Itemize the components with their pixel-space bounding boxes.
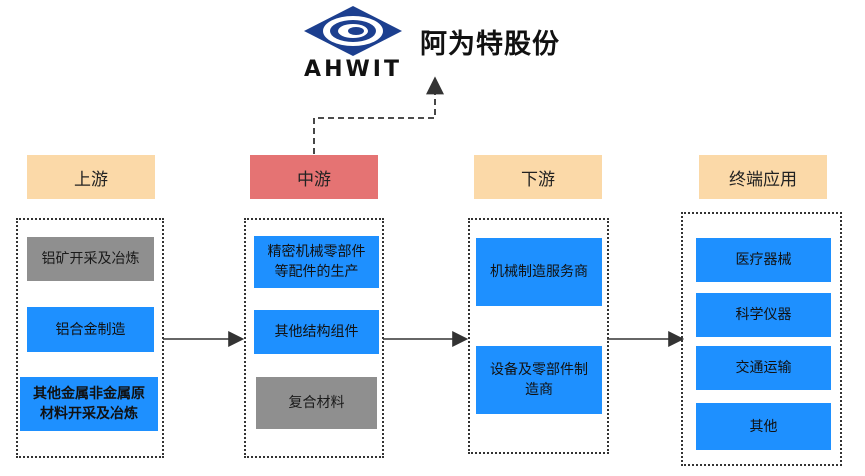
upstream-group bbox=[16, 218, 164, 458]
upstream-item: 其他金属非金属原 材料开采及冶炼 bbox=[20, 377, 158, 431]
downstream-group bbox=[468, 218, 609, 454]
terminal-item: 其他 bbox=[696, 403, 831, 450]
terminal-group bbox=[681, 212, 842, 466]
midstream-item: 其他结构组件 bbox=[254, 310, 379, 354]
midstream-item: 复合材料 bbox=[256, 377, 377, 429]
terminal-item: 交通运输 bbox=[696, 346, 831, 390]
terminal-item: 医疗器械 bbox=[696, 238, 831, 282]
company-logo: AHWIT bbox=[298, 4, 408, 82]
dashed-arrow-midstream-to-company bbox=[313, 76, 444, 154]
company-name: 阿为特股份 bbox=[420, 29, 560, 60]
terminal-item: 科学仪器 bbox=[696, 293, 831, 337]
upstream-item: 铝矿开采及冶炼 bbox=[27, 237, 154, 281]
stage-header-downstream: 下游 bbox=[474, 155, 602, 199]
upstream-item: 铝合金制造 bbox=[27, 307, 154, 352]
ahwit-swirl-logo-icon bbox=[304, 6, 402, 56]
downstream-item: 设备及零部件制 造商 bbox=[476, 346, 602, 414]
logo-wordmark: AHWIT bbox=[304, 56, 402, 82]
stage-header-terminal: 终端应用 bbox=[699, 155, 827, 199]
downstream-item: 机械制造服务商 bbox=[476, 238, 602, 306]
stage-header-upstream: 上游 bbox=[27, 155, 155, 199]
midstream-item: 精密机械零部件 等配件的生产 bbox=[254, 236, 379, 288]
midstream-group bbox=[244, 218, 384, 458]
stage-header-midstream: 中游 bbox=[250, 155, 378, 199]
